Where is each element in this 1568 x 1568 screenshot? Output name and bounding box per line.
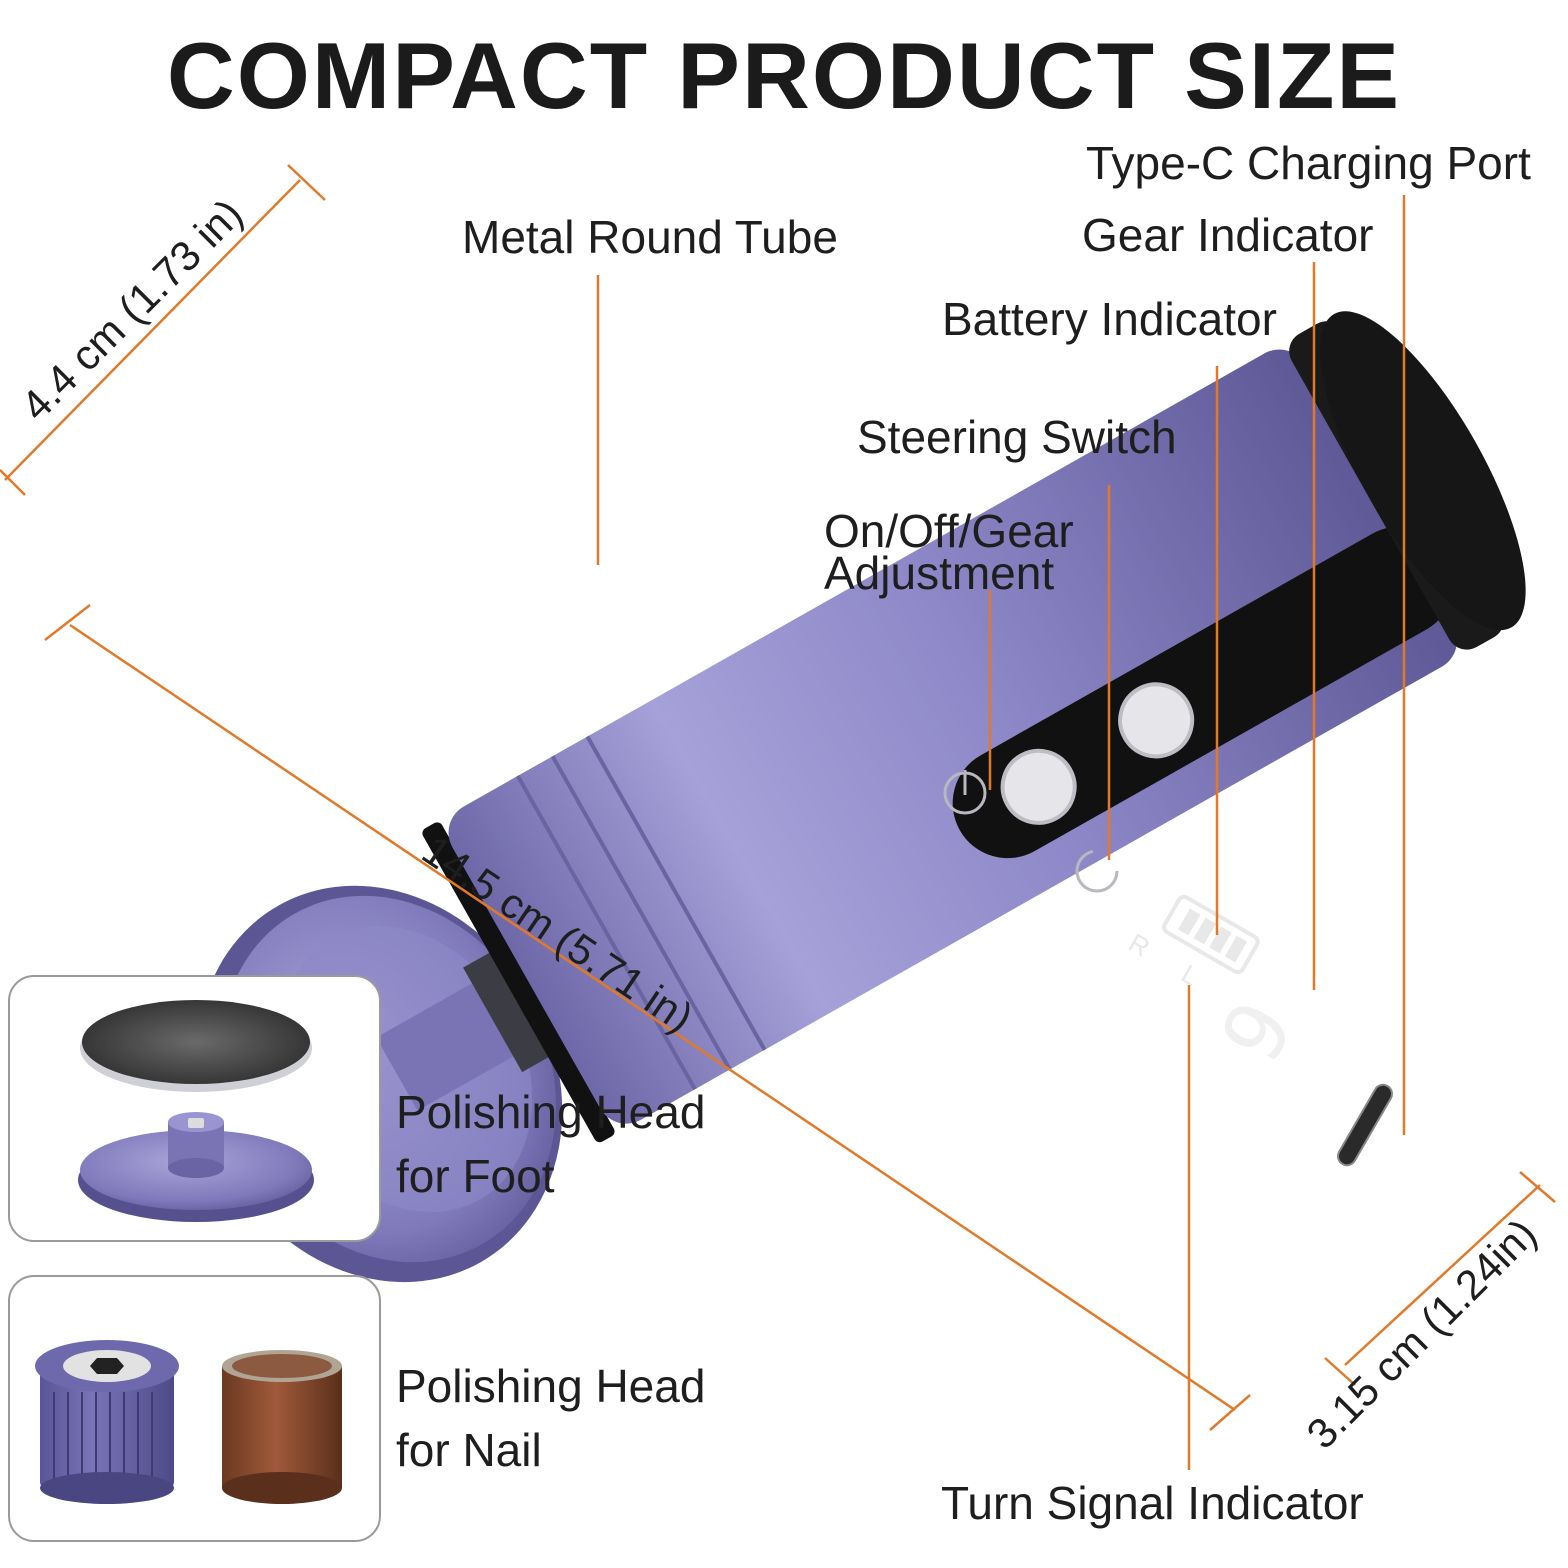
callout-type-c-port: Type-C Charging Port xyxy=(1086,137,1531,189)
callout-metal-tube: Metal Round Tube xyxy=(462,211,838,263)
dimension-lines xyxy=(0,164,1556,1431)
battery-icon xyxy=(1162,894,1260,975)
rotate-icon xyxy=(1075,849,1119,893)
foot-head-label-line1: Polishing Head xyxy=(396,1086,706,1138)
foot-head-label-line2: for Foot xyxy=(396,1150,555,1202)
callout-lines xyxy=(596,195,1406,1470)
callout-power-line1: On/Off/Gear xyxy=(824,505,1074,557)
callout-battery-indicator: Battery Indicator xyxy=(942,293,1277,345)
page-title: COMPACT PRODUCT SIZE xyxy=(166,23,1402,128)
nail-head-label-line2: for Nail xyxy=(396,1424,542,1476)
callout-power-line2: Adjustment xyxy=(824,547,1055,599)
callout-steering-switch: Steering Switch xyxy=(857,411,1177,463)
usb-c-port-icon xyxy=(1337,1083,1393,1167)
power-icon xyxy=(943,770,987,815)
callout-gear-indicator: Gear Indicator xyxy=(1082,209,1374,261)
nail-head-label-line1: Polishing Head xyxy=(396,1360,706,1412)
callout-turn-signal: Turn Signal Indicator xyxy=(941,1477,1364,1529)
